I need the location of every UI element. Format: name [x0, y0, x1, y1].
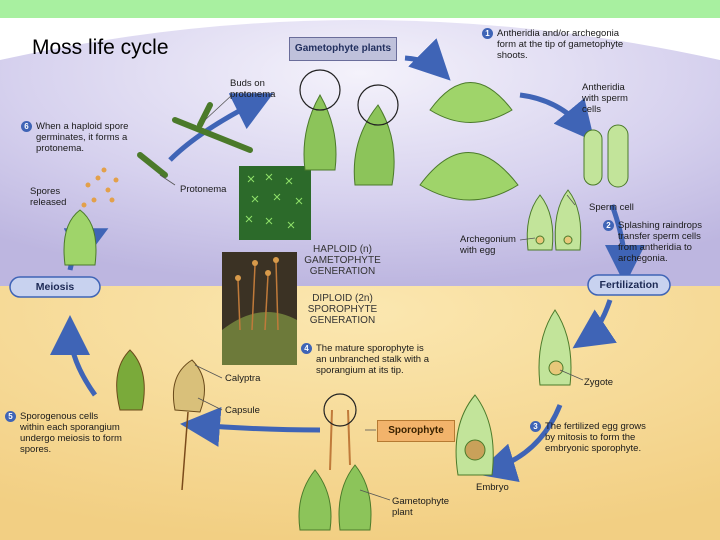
diploid-line-1: DIPLOID (2n) [312, 293, 373, 304]
mature-sporophytes [298, 393, 372, 531]
buds-line-1: Buds on [230, 78, 265, 89]
archegonia-detail [526, 189, 582, 251]
sporophyte-photo [222, 252, 297, 365]
spores-line-2: released [30, 197, 67, 208]
haploid-generation-label: HAPLOID (n) GAMETOPHYTE GENERATION [295, 244, 390, 277]
step-3: 3 The fertilized egg grows by mitosis to… [530, 421, 646, 454]
meiosis-pill [9, 276, 101, 298]
step-5-line-1: Sporogenous cells [20, 411, 99, 422]
cycle-arrow-right [604, 204, 645, 285]
gametophyte-plant-line-2: plant [392, 507, 413, 518]
step-1-number: 1 [482, 28, 493, 39]
cycle-arrow-right-top [519, 92, 595, 142]
cycle-arrow-bottom-right [475, 404, 563, 482]
buds-line-2: protonema [230, 89, 276, 100]
gametophyte-plant-label: Gametophyte plant [392, 496, 449, 518]
step-1-line-2: form at the tip of gametophyte [497, 39, 624, 50]
fertilization-pill [587, 274, 671, 296]
step-5-line-3: undergo meiosis to form [20, 433, 122, 444]
antheridia-detail [583, 124, 629, 188]
fertilization-label: Fertilization [599, 279, 659, 291]
step-5-line-2: within each sporangium [20, 422, 120, 433]
step-3-line-2: by mitosis to form the [545, 432, 636, 443]
step-5-line-4: spores. [20, 444, 52, 455]
diploid-generation-label: DIPLOID (2n) SPOROPHYTE GENERATION [295, 293, 390, 326]
antheridia-line-1: Antheridia [582, 82, 625, 93]
step-4-number: 4 [301, 343, 312, 354]
archegonium-label: Archegonium with egg [460, 234, 516, 256]
antheridia-label: Antheridia with sperm cells [582, 82, 628, 115]
step-2: 2 Splashing raindrops transfer sperm cel… [603, 220, 702, 264]
step-1-line-1: Antheridia and/or archegonia [497, 28, 620, 39]
step-6-line-1: When a haploid spore [36, 121, 129, 132]
meiosis-label: Meiosis [35, 281, 75, 293]
antheridia-line-2: with sperm [582, 93, 628, 104]
step-6-line-2: germinates, it forms a [36, 132, 128, 143]
zygote-label: Zygote [584, 377, 614, 388]
step-2-line-2: transfer sperm cells [618, 231, 701, 242]
step-2-line-1: Splashing raindrops [618, 220, 702, 231]
step-4: 4 The mature sporophyte is an unbranched… [301, 343, 430, 376]
protonema-label: Protonema [180, 184, 227, 195]
step-2-line-3: from antheridia to [618, 242, 692, 253]
diploid-line-2: SPOROPHYTE [307, 304, 378, 315]
archegonium-line-2: with egg [460, 245, 496, 256]
embryo-detail [455, 394, 494, 476]
moss-carpet-photo [239, 166, 311, 240]
step-5: 5 Sporogenous cells within each sporangi… [5, 411, 122, 455]
haploid-line-2: GAMETOPHYTE [304, 255, 381, 266]
step-3-line-3: embryonic sporophyte. [545, 443, 642, 454]
haploid-line-3: GENERATION [309, 266, 376, 277]
haploid-line-1: HAPLOID (n) [313, 244, 372, 255]
step-6: 6 When a haploid spore germinates, it fo… [21, 121, 129, 154]
diploid-line-3: GENERATION [309, 315, 376, 326]
gametophyte-plants-box: Gametophyte plants [289, 37, 397, 61]
step-4-line-3: sporangium at its tip. [316, 365, 404, 376]
buds-label: Buds on protonema [230, 78, 275, 100]
calyptra-label: Calyptra [225, 373, 261, 384]
step-1: 1 Antheridia and/or archegonia form at t… [482, 28, 624, 61]
embryo-label: Embryo [476, 482, 509, 493]
capsule-calyptra [116, 349, 205, 491]
sporophyte-box: Sporophyte [377, 420, 455, 442]
spore-capsule [63, 167, 119, 266]
cycle-arrow-left-bottom [50, 315, 98, 397]
step-6-number: 6 [21, 121, 32, 132]
step-6-line-3: protonema. [36, 143, 85, 154]
slide-title: Moss life cycle [32, 36, 169, 59]
step-3-line-1: The fertilized egg grows [545, 421, 646, 432]
step-2-number: 2 [603, 220, 614, 231]
cycle-arrow-top [404, 38, 451, 81]
cycle-arrow-right-bottom [572, 299, 617, 349]
step-4-line-2: an unbranched stalk with a [316, 354, 430, 365]
capsule-label: Capsule [225, 405, 260, 416]
gametophyte-shoots [299, 69, 399, 186]
top-accent-bar [0, 0, 720, 18]
step-3-number: 3 [530, 421, 541, 432]
zygote-detail [538, 309, 572, 386]
step-4-line-1: The mature sporophyte is [316, 343, 424, 354]
step-2-line-4: archegonia. [618, 253, 668, 264]
leader-lines [159, 94, 584, 501]
cycle-arrow-bottom-left [180, 406, 321, 447]
gametophyte-plant-line-1: Gametophyte [392, 496, 450, 507]
step-1-line-3: shoots. [497, 50, 528, 61]
antheridia-line-3: cells [582, 104, 602, 115]
step-5-number: 5 [5, 411, 16, 422]
archegonium-line-1: Archegonium [460, 234, 516, 245]
spores-released-label: Spores released [30, 186, 66, 208]
protonema-detail [137, 102, 253, 178]
gametangia-rosettes [419, 82, 519, 201]
sperm-cell-label: Sperm cell [589, 202, 634, 213]
spores-line-1: Spores [30, 186, 61, 197]
